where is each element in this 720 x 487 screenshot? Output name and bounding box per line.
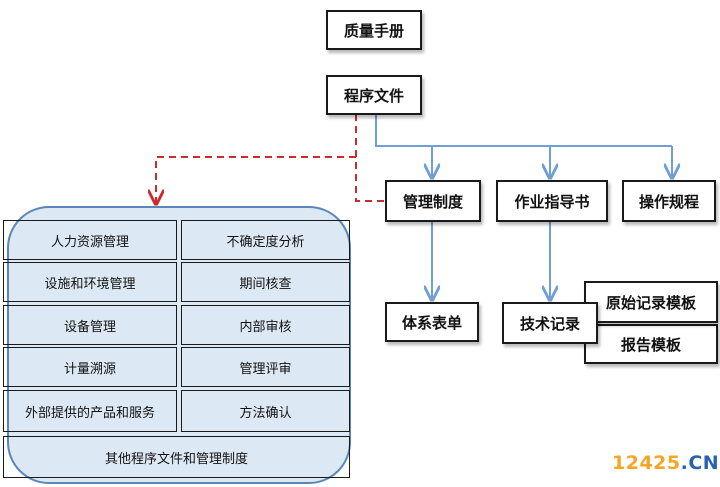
procedure-other-documents: 其他程序文件和管理制度 (3, 436, 350, 478)
dashed-link-procedure (355, 114, 385, 202)
watermark-tld: CN (688, 452, 720, 474)
dashed-arrow-to-procedure-group (156, 156, 356, 204)
original-record-template-box: 原始记录模板 (584, 281, 718, 323)
procedure-human-resources: 人力资源管理 (3, 220, 177, 260)
procedure-documents-box: 程序文件 (326, 75, 422, 115)
site-watermark: 12425.CN (612, 452, 719, 474)
procedure-facilities-environment: 设施和环境管理 (3, 262, 177, 302)
connector-procedure-main (375, 114, 672, 147)
procedure-group-container (7, 206, 351, 484)
quality-manual-box: 质量手册 (326, 10, 422, 50)
system-forms-box: 体系表单 (385, 302, 479, 342)
procedure-traceability: 计量溯源 (3, 347, 177, 387)
watermark-dot: . (680, 452, 689, 474)
management-system-box: 管理制度 (385, 180, 481, 222)
procedure-external-products: 外部提供的产品和服务 (3, 390, 177, 432)
procedure-method-validation: 方法确认 (181, 390, 350, 432)
procedure-equipment: 设备管理 (3, 305, 177, 345)
procedure-internal-audit: 内部审核 (181, 305, 350, 345)
work-instruction-box: 作业指导书 (496, 180, 608, 222)
watermark-number: 12425 (612, 452, 681, 474)
operating-procedure-box: 操作规程 (622, 180, 716, 222)
report-template-box: 报告模板 (584, 324, 718, 364)
procedure-intermediate-checks: 期间核查 (181, 262, 350, 302)
technical-records-box: 技术记录 (502, 302, 598, 344)
procedure-uncertainty-analysis: 不确定度分析 (181, 220, 350, 260)
procedure-management-review: 管理评审 (181, 347, 350, 387)
